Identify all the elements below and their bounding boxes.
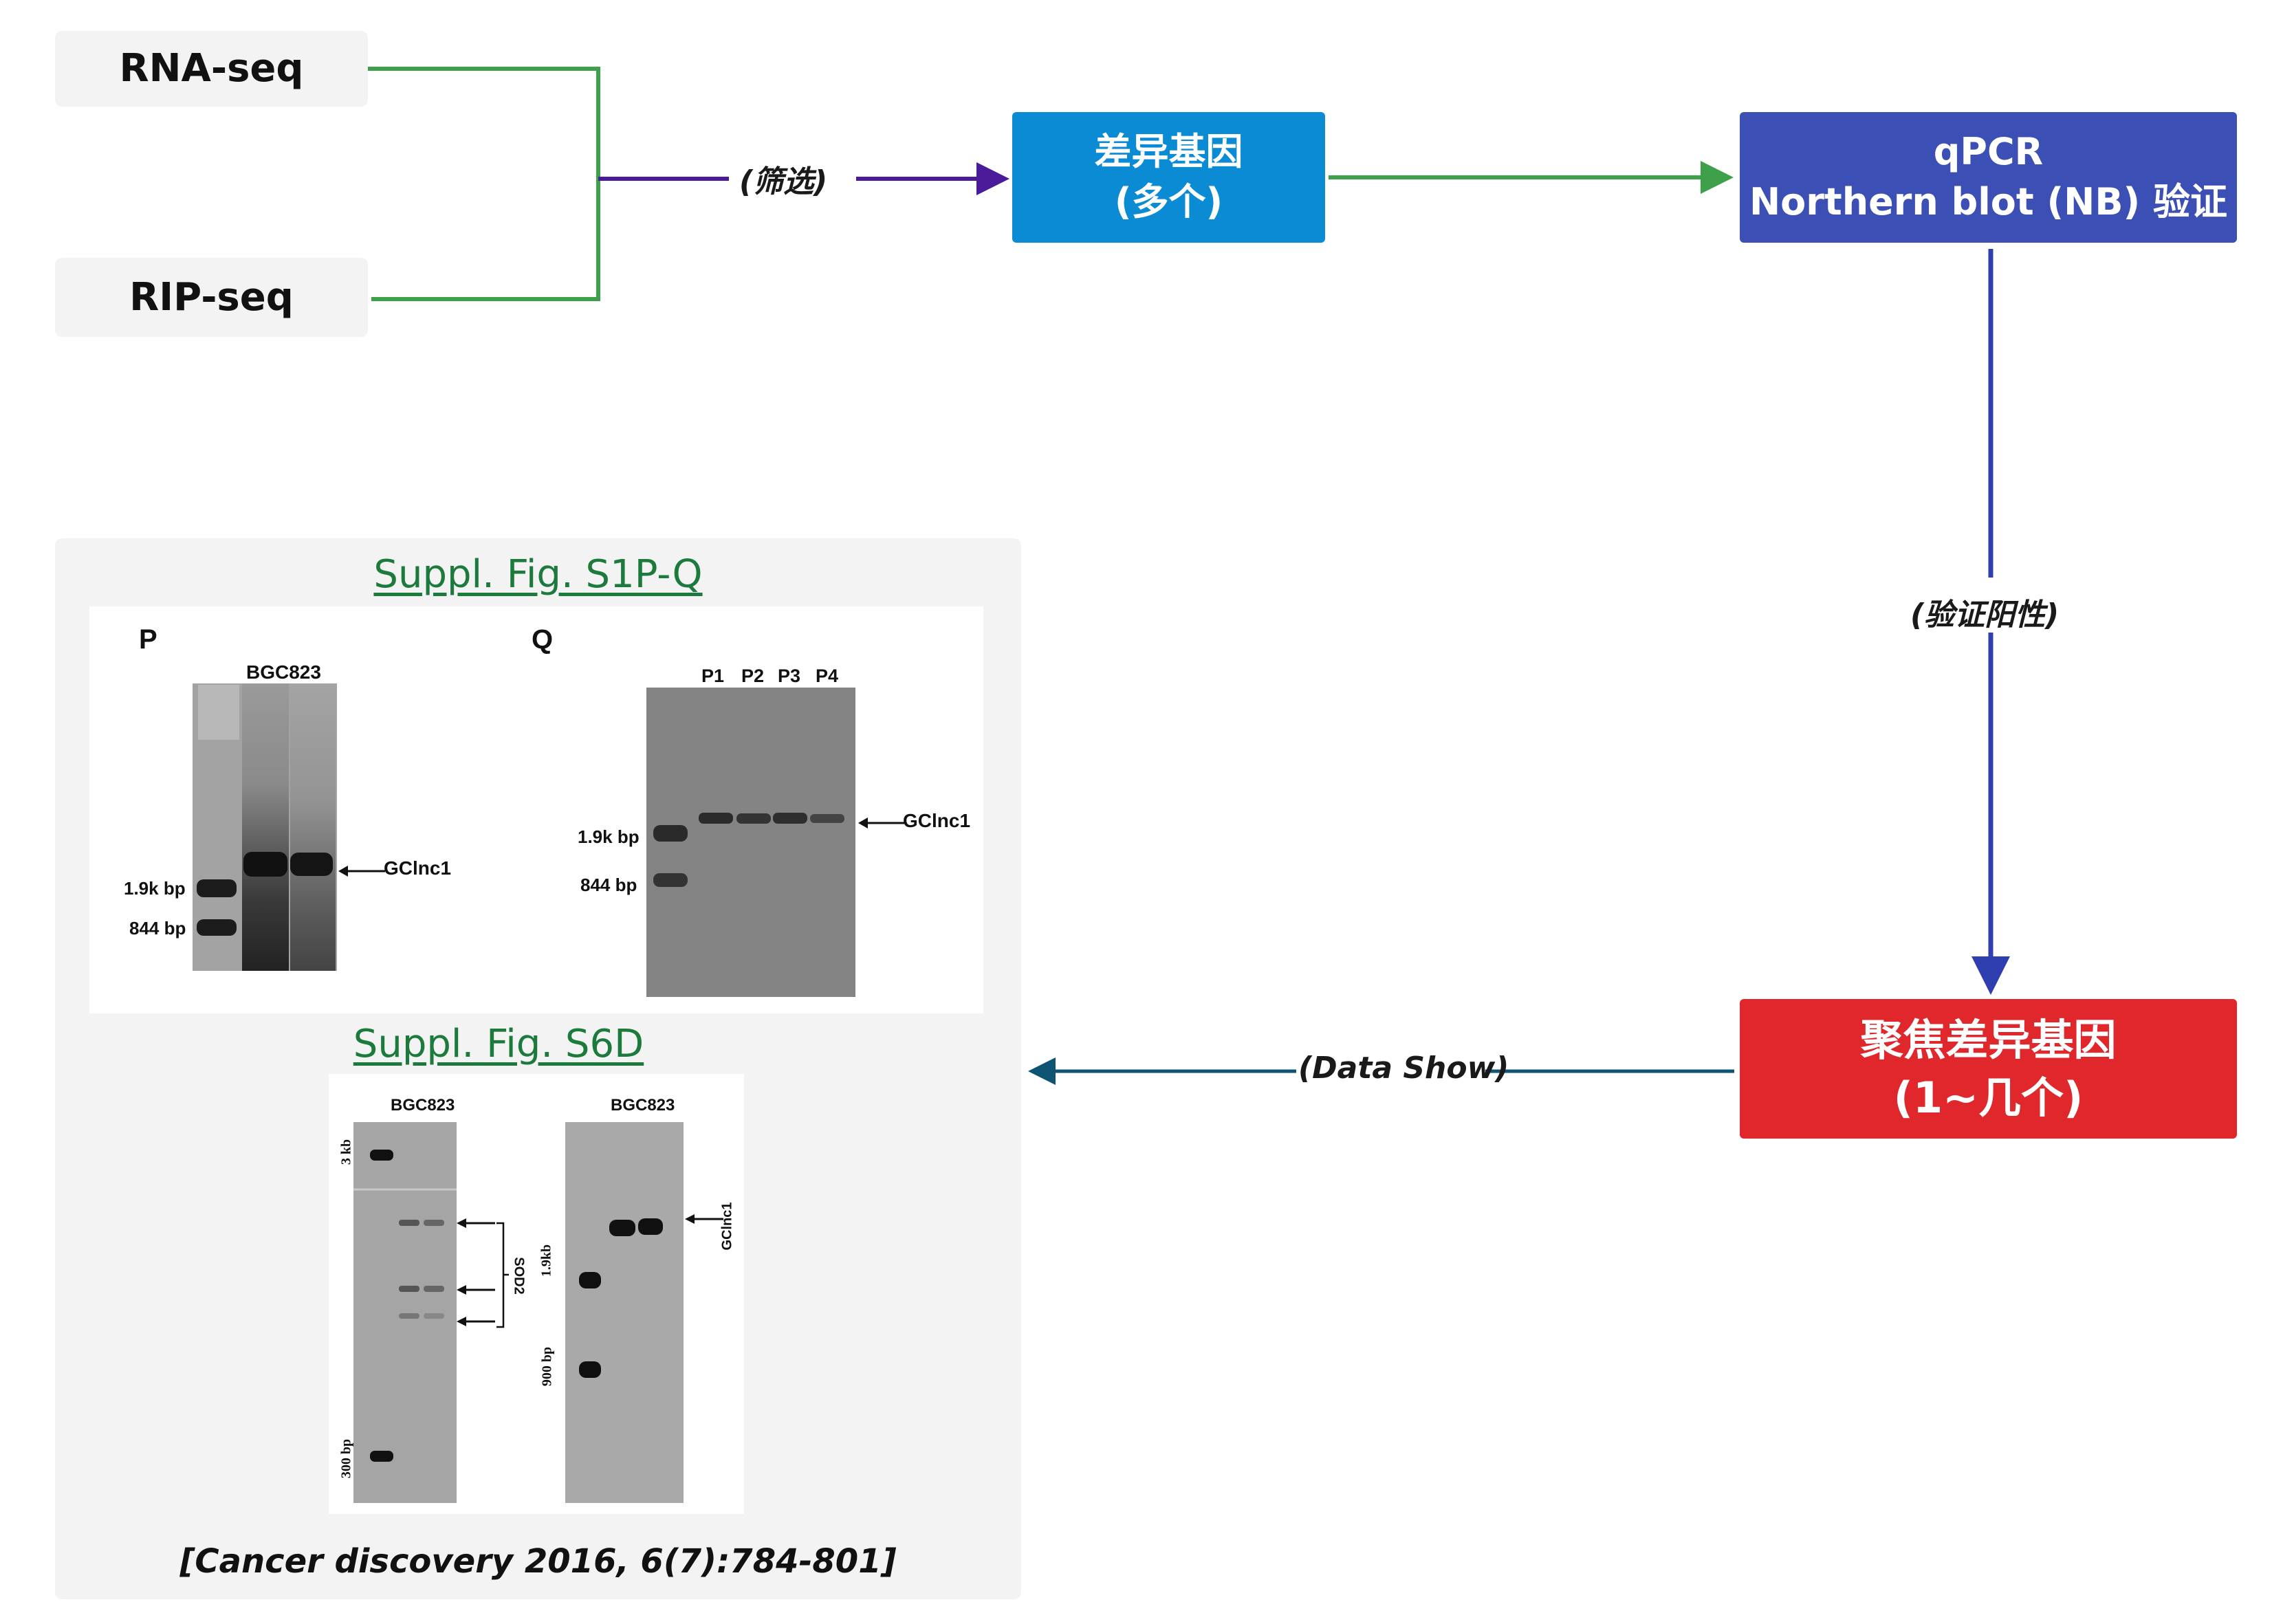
panel-q-target-label: GClnc1 (903, 810, 971, 831)
s6-left-band-3b (424, 1313, 444, 1319)
panel-p-letter: P (139, 624, 157, 655)
s6-left-band-1b (424, 1220, 444, 1226)
s6-right-marker-top: 1.9kb (538, 1244, 554, 1277)
panel-p-marker-band-2 (197, 919, 237, 936)
s6-left-marker-top: 3 kb (338, 1139, 354, 1165)
panel-q-lane-3: P3 (778, 666, 801, 686)
rna-seq-label: RNA-seq (119, 46, 304, 91)
s6-left-band-2b (424, 1286, 444, 1292)
s6-right-marker-band-bottom (579, 1361, 601, 1378)
panel-p-target-label: GClnc1 (384, 857, 452, 879)
s6-left-marker-bottom: 300 bp (338, 1438, 354, 1479)
panel-p-gel (193, 683, 337, 971)
s6-left-band-1a (399, 1220, 419, 1226)
rip-seq-box: RIP-seq (55, 258, 368, 337)
panel-p-marker-2: 844 bp (129, 918, 186, 939)
panel-q-marker-2: 844 bp (580, 875, 637, 895)
panel-q-lane-2: P2 (741, 666, 765, 686)
validation-subtitle: Northern blot (NB) 验证 (1749, 180, 2228, 223)
panel-q-band-p2 (736, 813, 771, 824)
panel-q-target-arrow (858, 818, 905, 829)
panel-q-gel (646, 688, 855, 997)
rip-seq-label: RIP-seq (129, 275, 294, 320)
panel-p-marker-1: 1.9k bp (124, 878, 186, 899)
s6-right-marker-bottom: 900 bp (539, 1346, 555, 1387)
panel-q-marker-1: 1.9k bp (578, 826, 640, 847)
s6-left-arrows (457, 1218, 509, 1328)
s6-left-band-3a (399, 1313, 419, 1319)
panel-q-marker-band-1 (653, 825, 688, 842)
s1-figure-panel: P BGC823 1.9k bp 844 bp (89, 606, 983, 1013)
suppl-fig-s6-link[interactable]: Suppl. Fig. S6D (353, 1022, 644, 1066)
s6-left-band-2a (399, 1286, 419, 1292)
panel-p-target-band-1 (243, 852, 287, 877)
panel-p-target-arrow (338, 866, 385, 877)
validation-node: qPCR Northern blot (NB) 验证 (1740, 112, 2237, 243)
s6-left-gel (353, 1122, 457, 1503)
diff-genes-subtitle: (多个) (1114, 180, 1223, 223)
validation-title: qPCR (1933, 130, 2044, 174)
citation: [Cancer discovery 2016, 6(7):784-801] (179, 1542, 897, 1581)
s6-right-marker-band-top (579, 1272, 601, 1288)
s6-right-cell-line: BGC823 (611, 1096, 675, 1115)
panel-q-band-p4 (810, 814, 844, 823)
panel-p-target-band-2 (290, 853, 333, 876)
panel-q-lane-4: P4 (816, 666, 839, 686)
s6-right-target-band-2 (638, 1218, 663, 1235)
focus-node: 聚焦差异基因 (1~几个) (1740, 999, 2237, 1139)
s6-right-target-band-1 (609, 1220, 635, 1236)
data-show-edge-label: (Data Show) (1298, 1051, 1509, 1086)
panel-q-band-p3 (773, 813, 807, 824)
s6-left-target-label: SOD2 (511, 1257, 527, 1295)
screen-edge-label: (筛选) (739, 164, 828, 199)
panel-p-cell-line: BGC823 (246, 661, 321, 683)
s6-right-target-arrow (685, 1214, 723, 1224)
s6-left-cell-line: BGC823 (391, 1096, 455, 1115)
s6-left-marker-band-bottom (370, 1451, 393, 1462)
panel-q-band-p1 (699, 813, 733, 824)
rna-seq-box: RNA-seq (55, 31, 368, 107)
panel-q-letter: Q (532, 624, 554, 655)
diff-genes-title: 差异基因 (1094, 130, 1243, 174)
s6-right-target-label: GClnc1 (719, 1202, 735, 1251)
focus-subtitle: (1~几个) (1893, 1072, 2084, 1123)
focus-title: 聚焦差异基因 (1860, 1014, 2117, 1065)
s6-figure-panel: BGC823 3 kb 300 bp SOD2 BGC823 1.9kb 900… (329, 1074, 744, 1514)
merge-bracket (368, 67, 600, 301)
panel-q-marker-band-2 (653, 873, 688, 887)
panel-q-lane-1: P1 (701, 666, 725, 686)
validate-edge-label: (验证阳性) (1910, 597, 2060, 633)
diff-genes-node: 差异基因 (多个) (1012, 112, 1325, 243)
suppl-fig-s1-link[interactable]: Suppl. Fig. S1P-Q (373, 552, 703, 597)
panel-p-marker-band-1 (197, 879, 237, 897)
s6-right-gel (565, 1122, 684, 1503)
s6-left-marker-band-top (370, 1150, 393, 1161)
